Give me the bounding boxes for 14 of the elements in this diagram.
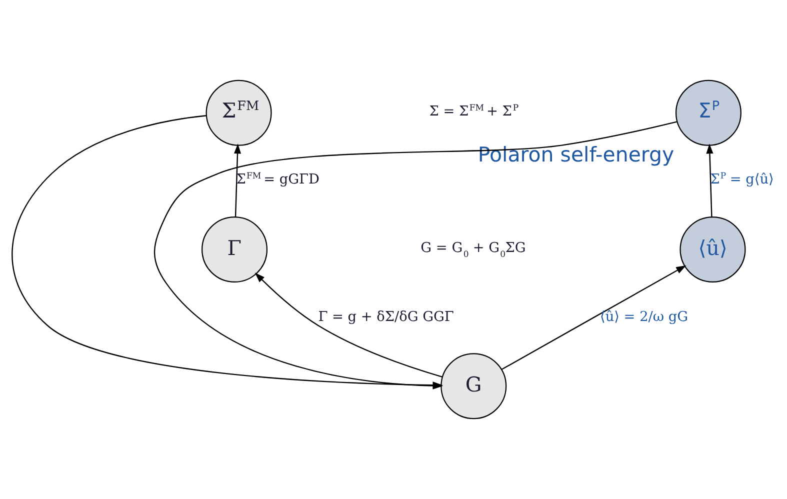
- arrow: [706, 144, 714, 218]
- edge-label: Σ$^{FM}$ = gGΓD: [236, 172, 320, 188]
- arrow: [254, 272, 442, 378]
- arrow: [234, 144, 242, 218]
- node-circle: ⟨û⟩: [680, 216, 746, 282]
- label: G = G$_{0}$ + G$_{0}$ΣG: [420, 240, 526, 260]
- node-circle: Σ$^{FM}$: [206, 80, 272, 146]
- arrow: [501, 265, 686, 370]
- edge-label: ⟨û⟩ = 2/ω gG: [600, 309, 688, 326]
- label: Σ = Σ$^{FM}$ + Σ$^{P}$: [429, 103, 519, 120]
- node-circle: G: [440, 353, 507, 420]
- node-circle: Σ$^{P}$: [675, 80, 742, 146]
- node-label: Polaron self-energy: [478, 142, 674, 167]
- edge-label: Γ = g + δΣ/δG GGΓ: [318, 309, 454, 326]
